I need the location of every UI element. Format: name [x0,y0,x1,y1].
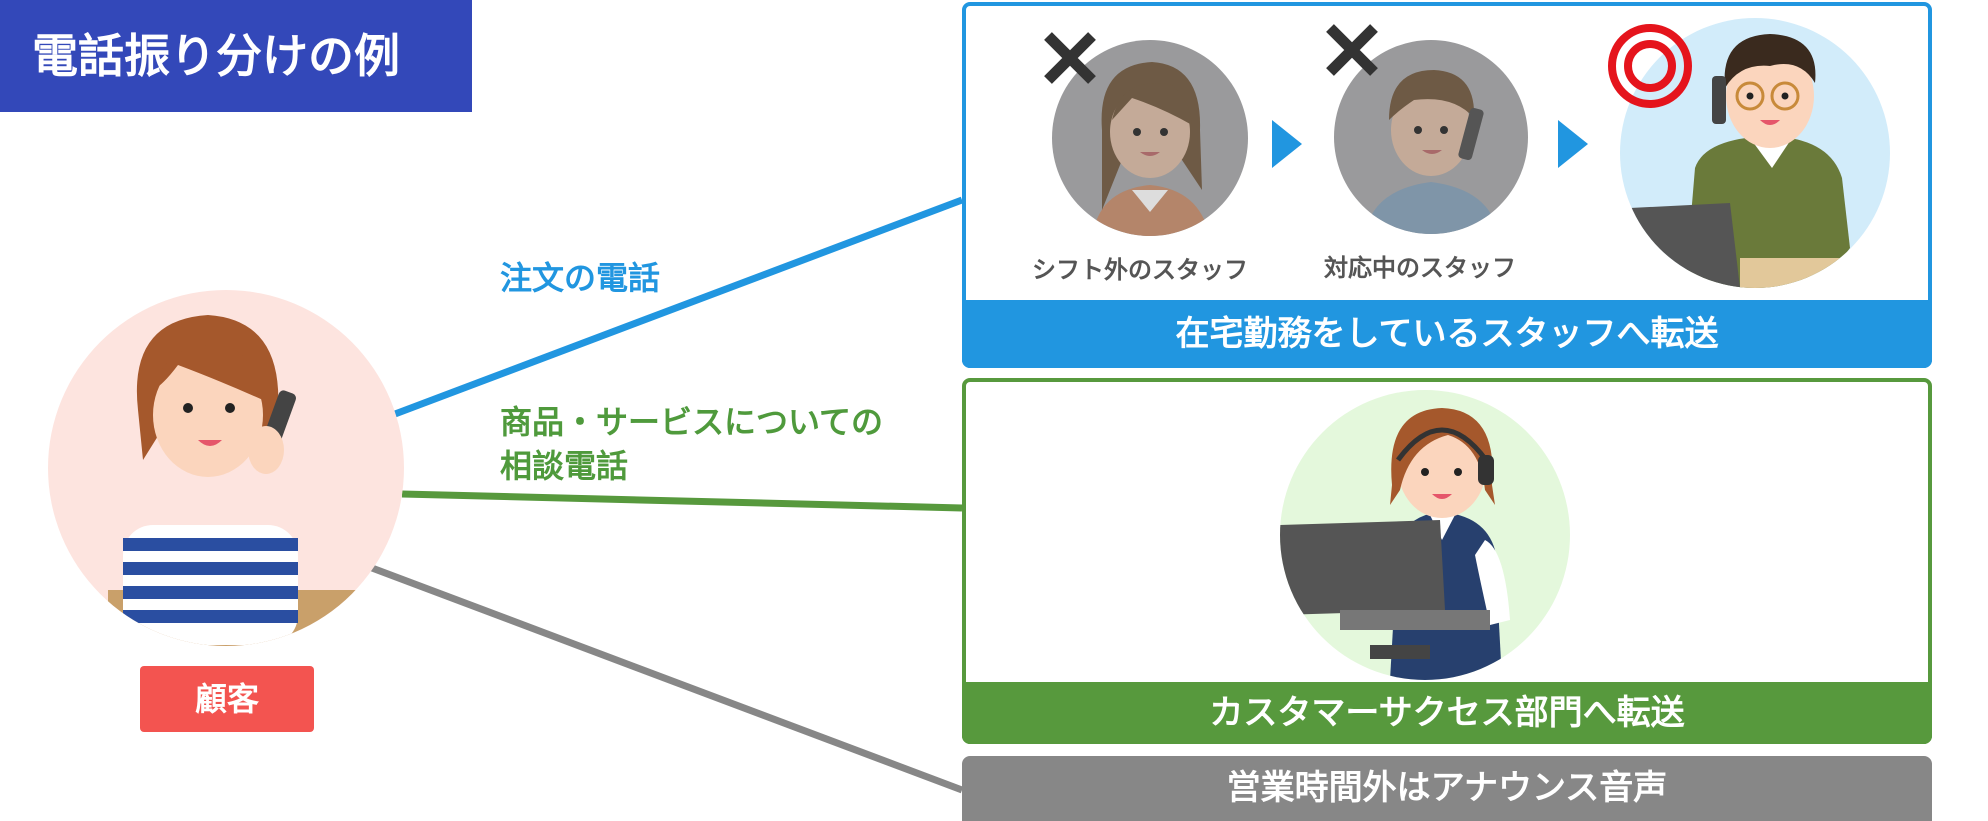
order-route-line [393,196,964,418]
x-mark-icon [1044,32,1096,84]
after-hours-destination: 営業時間外はアナウンス音声 [962,756,1932,821]
remote-transfer-destination: 在宅勤務をしているスタッフへ転送 [962,300,1932,368]
order-route-label: 注文の電話 [500,259,661,297]
shift-off-staff-illustration [1052,40,1248,236]
consult-label-line2: 相談電話 [500,447,629,485]
arrow-right-icon [1272,120,1302,168]
x-mark-icon [1326,24,1378,76]
arrow-right-icon [1558,120,1588,168]
after-hours-route-line [370,564,964,794]
customer-success-staff-illustration [1280,390,1570,680]
consult-route-label: 商品・サービスについての 相談電話 [500,400,883,488]
consult-label-line1: 商品・サービスについての [500,403,884,441]
double-circle-icon [1608,24,1692,108]
busy-staff-label: 対応中のスタッフ [1324,254,1516,282]
busy-staff-illustration [1334,40,1528,234]
customer-success-destination: カスタマーサクセス部門へ転送 [962,682,1932,744]
page-title: 電話振り分けの例 [0,0,472,112]
remote-staff-illustration [1620,18,1890,288]
consult-route-line [401,490,963,512]
customer-illustration [48,290,404,646]
shift-off-staff-label: シフト外のスタッフ [1032,256,1248,284]
customer-badge: 顧客 [140,666,314,732]
